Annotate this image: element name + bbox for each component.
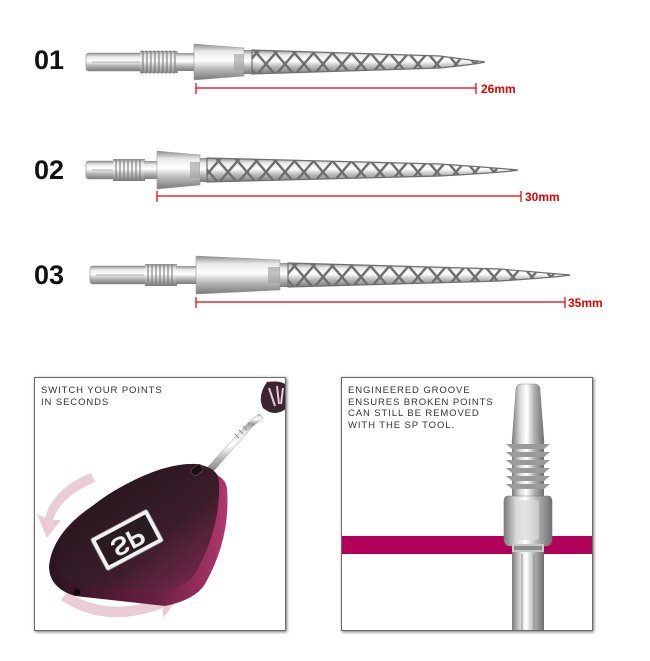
- point-row-01: 01 26mm: [0, 20, 650, 100]
- point-number: 03: [34, 260, 65, 290]
- panel-caption: SWITCH YOUR POINTS IN SECONDS: [41, 385, 163, 408]
- sp-tool-image: SP: [37, 381, 285, 618]
- point-row-02: 02 30mm: [0, 128, 650, 208]
- dart-point-30mm-image: [85, 150, 522, 202]
- dart-point-26mm-image: [85, 43, 486, 94]
- point-number: 02: [34, 155, 65, 185]
- sp-tool-panel: SP SWITCH YOUR POINTS IN SECONDS: [34, 377, 286, 631]
- length-label: 26mm: [481, 82, 516, 96]
- panel-caption: ENGINEERED GROOVE ENSURES BROKEN POINTS …: [348, 385, 494, 431]
- dart-point-35mm-image: [89, 255, 571, 308]
- groove-closeup-image: [342, 383, 592, 630]
- engineered-groove-panel: ENGINEERED GROOVE ENSURES BROKEN POINTS …: [341, 377, 593, 631]
- point-number: 01: [34, 45, 65, 75]
- length-label: 30mm: [525, 190, 560, 204]
- length-label: 35mm: [568, 296, 603, 310]
- point-row-03: 03 35mm: [0, 233, 650, 313]
